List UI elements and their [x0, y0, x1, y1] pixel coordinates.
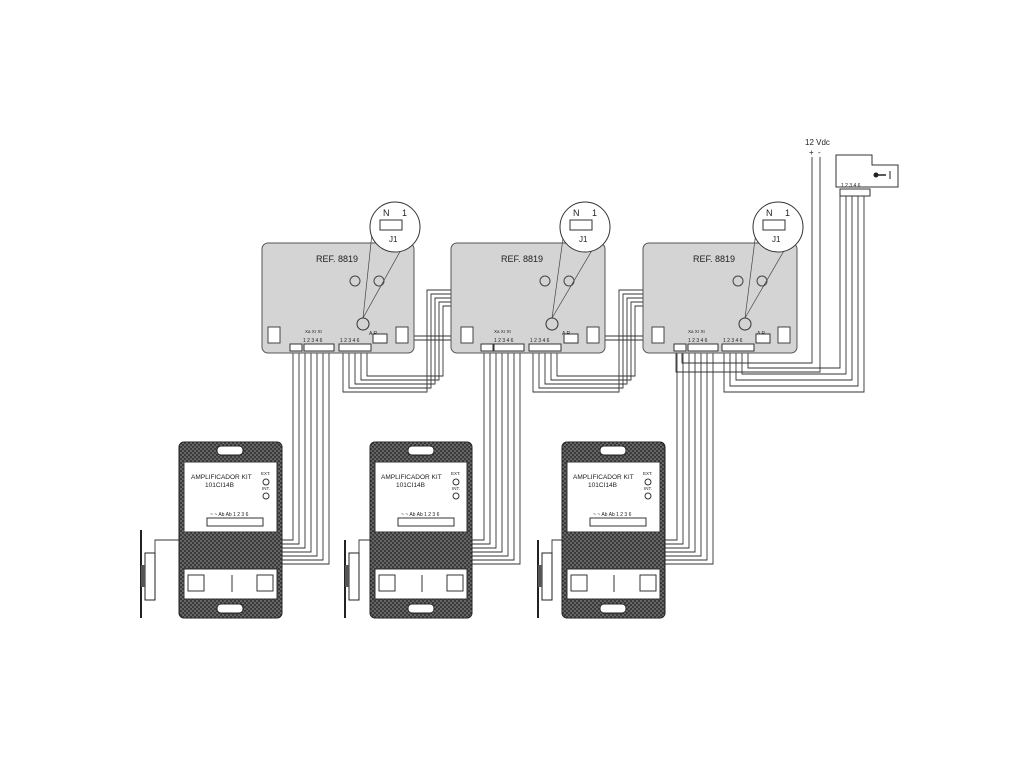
amp-int: INT. [452, 486, 460, 491]
amp-int: INT. [262, 486, 270, 491]
terminal-numbers-b: 1 2 3 4 6 [723, 338, 743, 344]
monitor-unit: 1 2 3 4 6 [835, 154, 899, 197]
terminal-group-left: Xa Xr Xt [688, 329, 706, 334]
amp-ext: EXT. [643, 471, 653, 476]
control-module-2: REF. 8819 Xa Xr Xt 1 2 3 4 6 1 2 3 4 6 A… [450, 242, 606, 354]
wire [723, 196, 865, 393]
jumper-label: J1 [579, 235, 588, 244]
terminal-group-left: Xa Xr Xt [305, 329, 323, 334]
jumper-n: N [766, 208, 773, 218]
terminal-numbers-b: 1 2 3 4 6 [530, 338, 550, 344]
jumper-1: 1 [402, 208, 407, 218]
jumper-callout-1: N 1 J1 [362, 201, 421, 319]
door-lock-2 [344, 540, 360, 618]
jumper-1: 1 [785, 208, 790, 218]
jumper-callout-2: N 1 J1 [551, 201, 611, 319]
power-minus: - [818, 148, 821, 157]
amp-model: 101CI14B [588, 482, 617, 489]
jumper-callout-3: N 1 J1 [744, 201, 804, 319]
amp-title: AMPLIFICADOR KIT [191, 474, 252, 481]
jumper-label: J1 [772, 235, 781, 244]
amp-terminals: ~ ~ Ab Ab 1 2 3 6 [593, 512, 632, 518]
amp-terminals: ~ ~ Ab Ab 1 2 3 6 [210, 512, 249, 518]
amplifier-kit-2: AMPLIFICADOR KIT 101CI14B EXT. INT. ~ ~ … [369, 441, 473, 619]
monitor-terminals: 1 2 3 4 6 [841, 183, 861, 189]
wire [729, 196, 859, 387]
jumper-label: J1 [389, 235, 398, 244]
amp-title: AMPLIFICADOR KIT [381, 474, 442, 481]
terminal-numbers-a: 1 2 3 4 6 [688, 338, 708, 344]
terminal-group-left: Xa Xr Xt [494, 329, 512, 334]
amp-ext: EXT. [451, 471, 461, 476]
module-ref: REF. 8819 [316, 254, 358, 264]
wire [747, 196, 841, 369]
jumper-n: N [383, 208, 390, 218]
amp-terminals: ~ ~ Ab Ab 1 2 3 6 [401, 512, 440, 518]
amplifier-kit-1: AMPLIFICADOR KIT 101CI14B EXT. INT. ~ ~ … [178, 441, 283, 619]
jumper-n: N [573, 208, 580, 218]
module-ref: REF. 8819 [693, 254, 735, 264]
wire [741, 196, 847, 375]
amp-ext: EXT. [261, 471, 271, 476]
power-label: 12 Vdc [805, 138, 830, 147]
wire [675, 157, 821, 373]
amp-int: INT. [644, 486, 652, 491]
key-icon [873, 171, 891, 179]
control-module-3: REF. 8819 Xa Xr Xt 1 2 3 4 6 1 2 3 4 6 A… [642, 242, 798, 354]
power-plus: + [809, 148, 814, 157]
module-ref: REF. 8819 [501, 254, 543, 264]
power-supply: 12 Vdc + - [805, 138, 830, 157]
control-module-1: REF. 8819 Xa Xr Xt 1 2 3 4 6 1 2 3 4 6 A… [261, 242, 415, 354]
amp-title: AMPLIFICADOR KIT [573, 474, 634, 481]
wire [681, 157, 813, 364]
terminal-numbers-a: 1 2 3 4 6 [494, 338, 514, 344]
door-lock-1 [140, 530, 156, 618]
amplifier-kit-3: AMPLIFICADOR KIT 101CI14B EXT. INT. ~ ~ … [561, 441, 666, 619]
terminal-numbers-b: 1 2 3 4 6 [340, 338, 360, 344]
door-lock-3 [537, 540, 553, 618]
wire [735, 196, 853, 381]
terminal-numbers-a: 1 2 3 4 6 [303, 338, 323, 344]
amp-model: 101CI14B [396, 482, 425, 489]
jumper-1: 1 [592, 208, 597, 218]
amp-model: 101CI14B [205, 482, 234, 489]
